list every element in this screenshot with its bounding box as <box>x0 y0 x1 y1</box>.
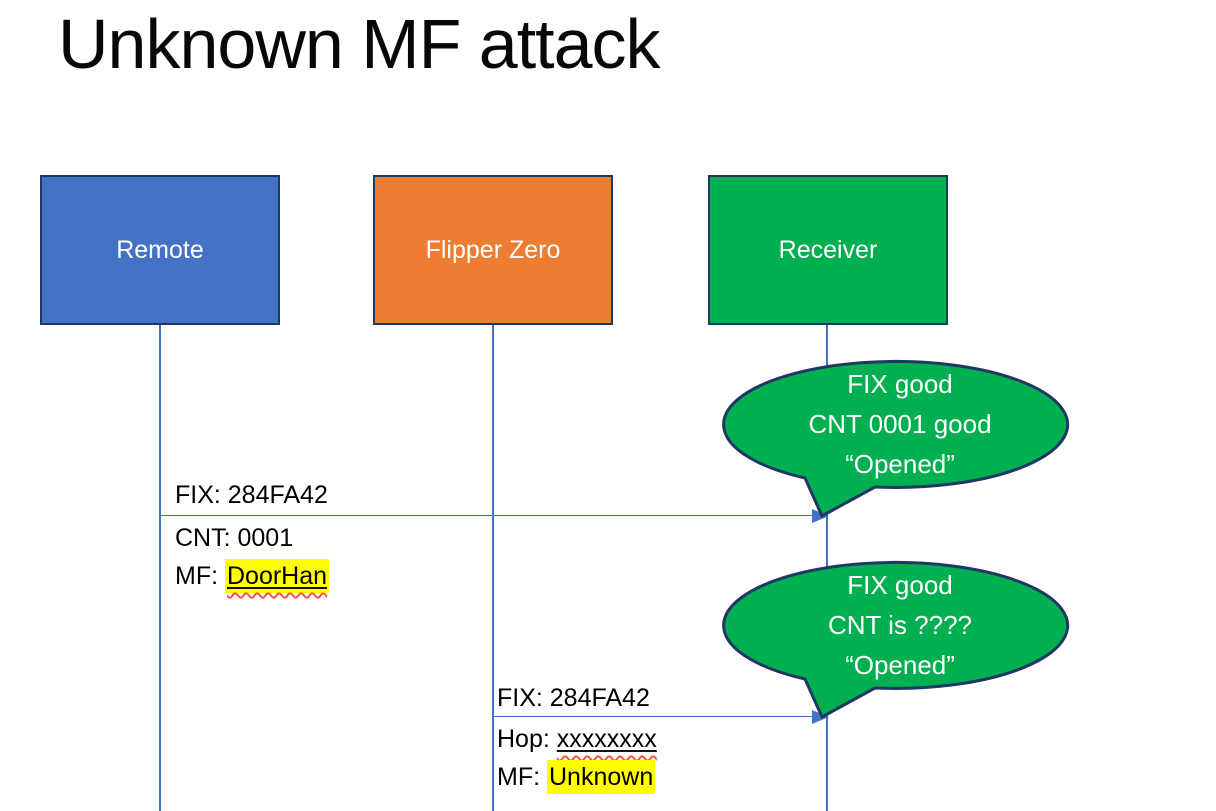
field-value: xxxxxxxx <box>556 725 657 753</box>
field-prefix: MF: <box>175 562 225 590</box>
callout-text: FIX good CNT is ???? “Opened” <box>728 562 1072 688</box>
highlighted-value: Unknown <box>547 760 656 794</box>
field-value: 0001 <box>237 524 294 552</box>
callout-line: “Opened” <box>845 650 955 680</box>
actor-box-remote: Remote <box>40 175 280 325</box>
message-arrow-flipper-to-receiver <box>493 716 814 717</box>
actor-label-receiver: Receiver <box>778 235 878 264</box>
oval-callout-shape <box>722 560 1070 719</box>
field-value: DoorHan <box>227 562 328 590</box>
callout-line: FIX good <box>847 570 953 600</box>
callout-text: FIX good CNT 0001 good “Opened” <box>728 361 1072 487</box>
actor-box-flipper-zero: Flipper Zero <box>373 175 613 325</box>
misspelled-value: xxxxxxxx <box>557 725 657 753</box>
message1-line-mf: MF: DoorHan <box>175 557 330 595</box>
oval-callout-shape <box>722 359 1070 518</box>
callout-line: CNT is ???? <box>827 610 973 640</box>
field-prefix: Hop: <box>497 725 557 753</box>
callout-line: “Opened” <box>845 449 955 479</box>
field-prefix: MF: <box>497 763 547 791</box>
field-prefix: CNT: <box>175 524 238 552</box>
callout-line: FIX good <box>847 369 953 399</box>
highlighted-misspelled-value: DoorHan <box>225 559 330 593</box>
callout-line: CNT 0001 good <box>808 409 992 439</box>
page-title: Unknown MF attack <box>58 5 661 83</box>
message2-line-hop: Hop: xxxxxxxx <box>497 720 657 758</box>
actor-label-remote: Remote <box>116 235 204 264</box>
receiver-callout-1: FIX good CNT 0001 good “Opened” <box>720 357 1080 523</box>
message1-details: CNT: 0001 MF: DoorHan <box>175 519 330 595</box>
actor-box-receiver: Receiver <box>708 175 948 325</box>
message1-label-fix: FIX: 284FA42 <box>175 481 328 509</box>
message-arrow-remote-to-receiver <box>160 515 814 516</box>
message2-label-fix: FIX: 284FA42 <box>497 684 650 712</box>
message2-details: Hop: xxxxxxxx MF: Unknown <box>497 720 657 796</box>
actor-label-flipper-zero: Flipper Zero <box>425 235 561 264</box>
lifeline-remote <box>159 325 161 811</box>
message1-line-cnt: CNT: 0001 <box>175 519 329 557</box>
lifeline-flipper-zero <box>492 325 494 811</box>
receiver-callout-2: FIX good CNT is ???? “Opened” <box>720 558 1080 724</box>
message2-line-mf: MF: Unknown <box>497 758 657 796</box>
